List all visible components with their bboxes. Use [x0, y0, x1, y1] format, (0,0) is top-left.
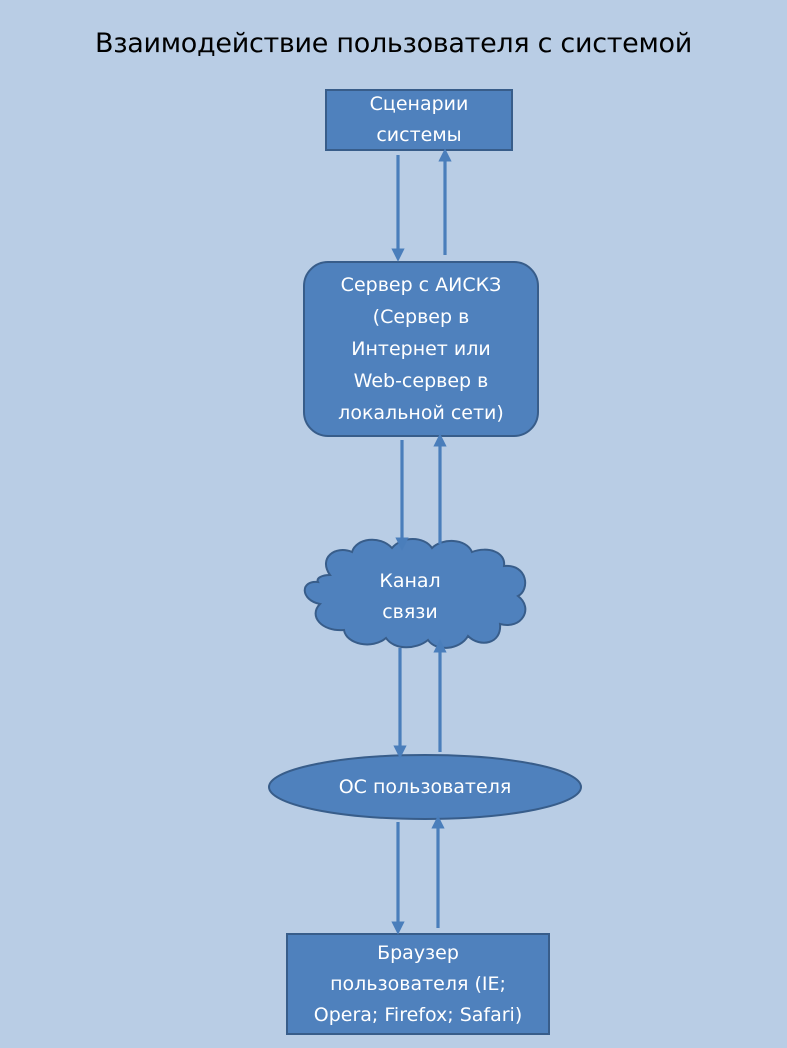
os-label: ОС пользователя: [269, 770, 581, 804]
os-text: ОС пользователя: [338, 775, 512, 798]
scenarios-text: Сценарии системы: [369, 93, 469, 146]
browser-label: Браузер пользователя (IE; Opera; Firefox…: [287, 934, 549, 1034]
scenarios-box: [325, 89, 513, 151]
server-box: [303, 261, 539, 437]
diagram-title: Взаимодействие пользователя с системой: [94, 28, 693, 59]
channel-label: Канал связи: [330, 562, 490, 632]
server-label: Сервер с АИСКЗ (Сервер в Интернет или We…: [304, 262, 538, 436]
browser-text: Браузер пользователя (IE; Opera; Firefox…: [313, 941, 523, 1026]
scenarios-label: Сценарии системы: [326, 90, 512, 150]
os-ellipse: [268, 754, 582, 820]
channel-text: Канал связи: [379, 570, 441, 623]
server-text: Сервер с АИСКЗ (Сервер в Интернет или We…: [338, 274, 504, 424]
browser-box: [286, 933, 550, 1035]
